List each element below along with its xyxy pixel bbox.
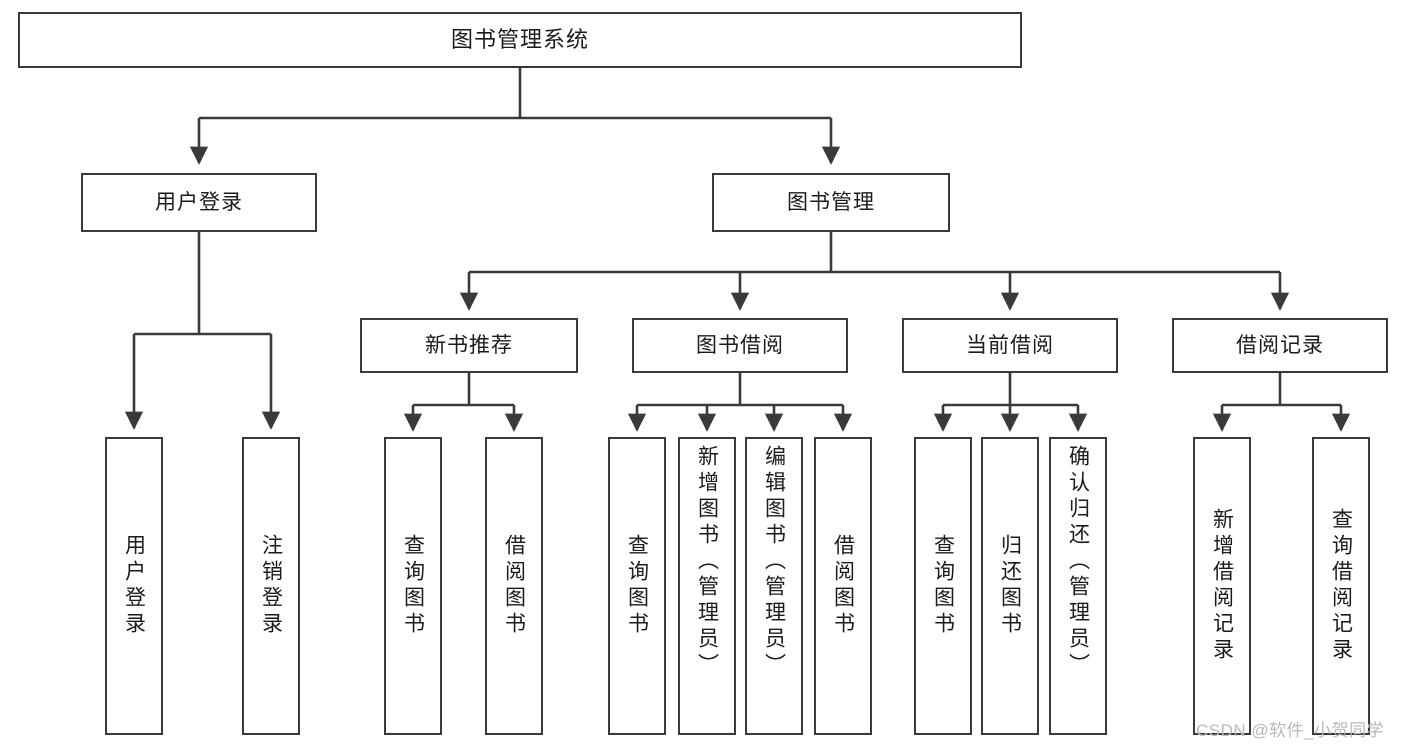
leaf-label: 借阅图书 <box>502 534 526 638</box>
leaf-label: 编辑图书（管理员） <box>762 445 786 679</box>
leaf-recommend-borrow-book[interactable]: 借阅图书 <box>485 437 543 735</box>
node-book-borrow[interactable]: 图书借阅 <box>632 318 848 373</box>
leaf-current-return-book[interactable]: 归还图书 <box>981 437 1039 735</box>
node-new-book-recommend[interactable]: 新书推荐 <box>360 318 578 373</box>
leaf-recommend-query-book[interactable]: 查询图书 <box>384 437 442 735</box>
leaf-label: 新增图书（管理员） <box>695 445 719 679</box>
node-borrow-record[interactable]: 借阅记录 <box>1172 318 1388 373</box>
leaf-current-query-book[interactable]: 查询图书 <box>914 437 972 735</box>
leaf-label: 归还图书 <box>998 534 1022 638</box>
leaf-label: 查询借阅记录 <box>1329 508 1353 664</box>
leaf-user-login-logout[interactable]: 注销登录 <box>242 437 300 735</box>
leaf-record-query-record[interactable]: 查询借阅记录 <box>1312 437 1370 735</box>
leaf-label: 借阅图书 <box>831 534 855 638</box>
leaf-label: 查询图书 <box>625 534 649 638</box>
leaf-borrow-edit-book-admin[interactable]: 编辑图书（管理员） <box>745 437 803 735</box>
leaf-borrow-borrow-book[interactable]: 借阅图书 <box>814 437 872 735</box>
csdn-watermark: CSDN @软件_小贺同学 <box>1196 721 1385 740</box>
leaf-record-add-record[interactable]: 新增借阅记录 <box>1193 437 1251 735</box>
leaf-label: 查询图书 <box>401 534 425 638</box>
leaf-label: 新增借阅记录 <box>1210 508 1234 664</box>
leaf-label: 确认归还（管理员） <box>1066 445 1090 679</box>
leaf-user-login-login[interactable]: 用户登录 <box>105 437 163 735</box>
leaf-label: 注销登录 <box>259 534 283 638</box>
leaf-label: 查询图书 <box>931 534 955 638</box>
node-root-system[interactable]: 图书管理系统 <box>18 12 1022 68</box>
leaf-label: 用户登录 <box>122 534 146 638</box>
node-book-management[interactable]: 图书管理 <box>712 173 950 232</box>
leaf-current-confirm-return-admin[interactable]: 确认归还（管理员） <box>1049 437 1107 735</box>
leaf-borrow-add-book-admin[interactable]: 新增图书（管理员） <box>678 437 736 735</box>
node-user-login[interactable]: 用户登录 <box>81 173 317 232</box>
leaf-borrow-query-book[interactable]: 查询图书 <box>608 437 666 735</box>
node-current-borrow[interactable]: 当前借阅 <box>902 318 1118 373</box>
